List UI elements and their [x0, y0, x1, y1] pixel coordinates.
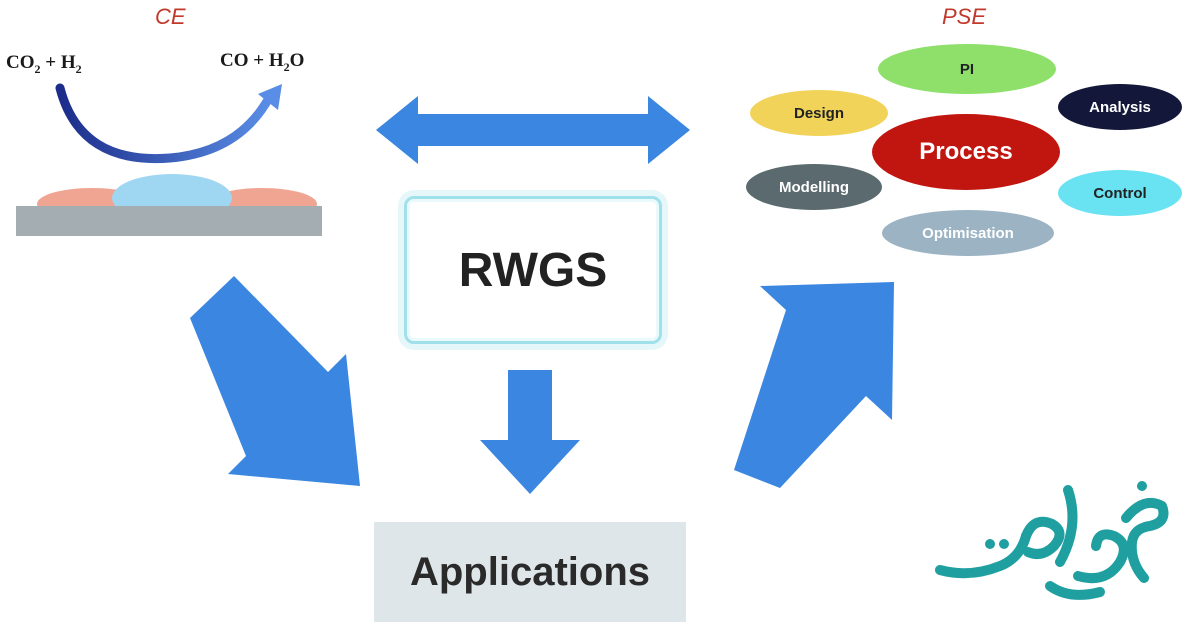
bubble-optimisation: Optimisation [882, 210, 1054, 256]
reactant-co-sub: 2 [34, 61, 41, 76]
bubble-pi: PI [878, 44, 1056, 94]
bubble-control: Control [1058, 170, 1182, 216]
reactant-h-sub: 2 [75, 61, 82, 76]
product-equation: CO + H2O [220, 50, 304, 75]
bubble-modelling: Modelling [746, 164, 882, 210]
reaction-curve-arrow [55, 83, 275, 164]
bubble-analysis: Analysis [1058, 84, 1182, 130]
pse-title: PSE [942, 4, 987, 29]
applications-box: Applications [374, 522, 686, 622]
product-o: O [289, 50, 305, 71]
rwgs-box: RWGS [404, 196, 662, 344]
arrow-rwgs-to-applications [480, 370, 580, 494]
ce-title: CE [155, 4, 186, 29]
product-coh: CO + H [220, 50, 284, 71]
arrow-applications-to-pse [734, 282, 894, 488]
product-h-sub: 2 [283, 59, 290, 74]
catalyst-surface [16, 206, 322, 236]
reactant-h: + H [40, 52, 76, 73]
watermark-logo [935, 481, 1169, 600]
double-arrow [376, 96, 690, 164]
reactant-equation: CO2 + H2 [6, 52, 82, 77]
bubble-process: Process [872, 114, 1060, 190]
arrow-ce-to-applications [190, 276, 360, 486]
bubble-design: Design [750, 90, 888, 136]
reaction-arrow-head [258, 84, 282, 110]
reactant-co: CO [6, 52, 35, 73]
